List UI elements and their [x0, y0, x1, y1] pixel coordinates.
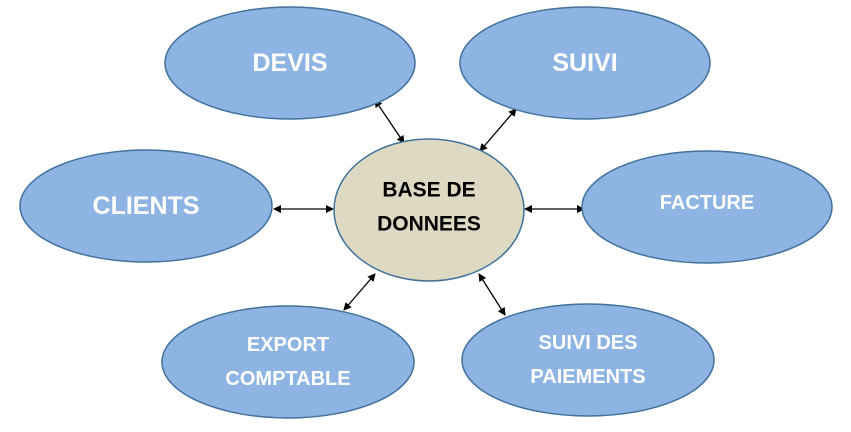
connector-export [343, 273, 376, 311]
suivi-label: SUIVI [552, 49, 617, 77]
export-label-line1: EXPORT [247, 334, 329, 356]
paiements-label-line2: PAIEMENTS [530, 366, 645, 388]
connector-paiements [478, 273, 506, 316]
center-label-line1: BASE DE [382, 179, 475, 202]
center-label-line2: DONNEES [377, 213, 481, 236]
center-node [333, 138, 525, 282]
connector-suivi [479, 108, 517, 152]
export-comptable-node [161, 305, 415, 419]
devis-node [164, 6, 416, 120]
clients-node [19, 149, 273, 263]
suivi-paiements-node [461, 303, 715, 417]
suivi-node [459, 6, 711, 120]
export-label-line2: COMPTABLE [225, 368, 350, 390]
facture-label: FACTURE [660, 192, 754, 214]
facture-node [581, 150, 833, 264]
devis-label: DEVIS [252, 49, 327, 77]
paiements-label-line1: SUIVI DES [539, 332, 638, 354]
connector-devis [374, 99, 405, 144]
clients-label: CLIENTS [93, 192, 200, 220]
